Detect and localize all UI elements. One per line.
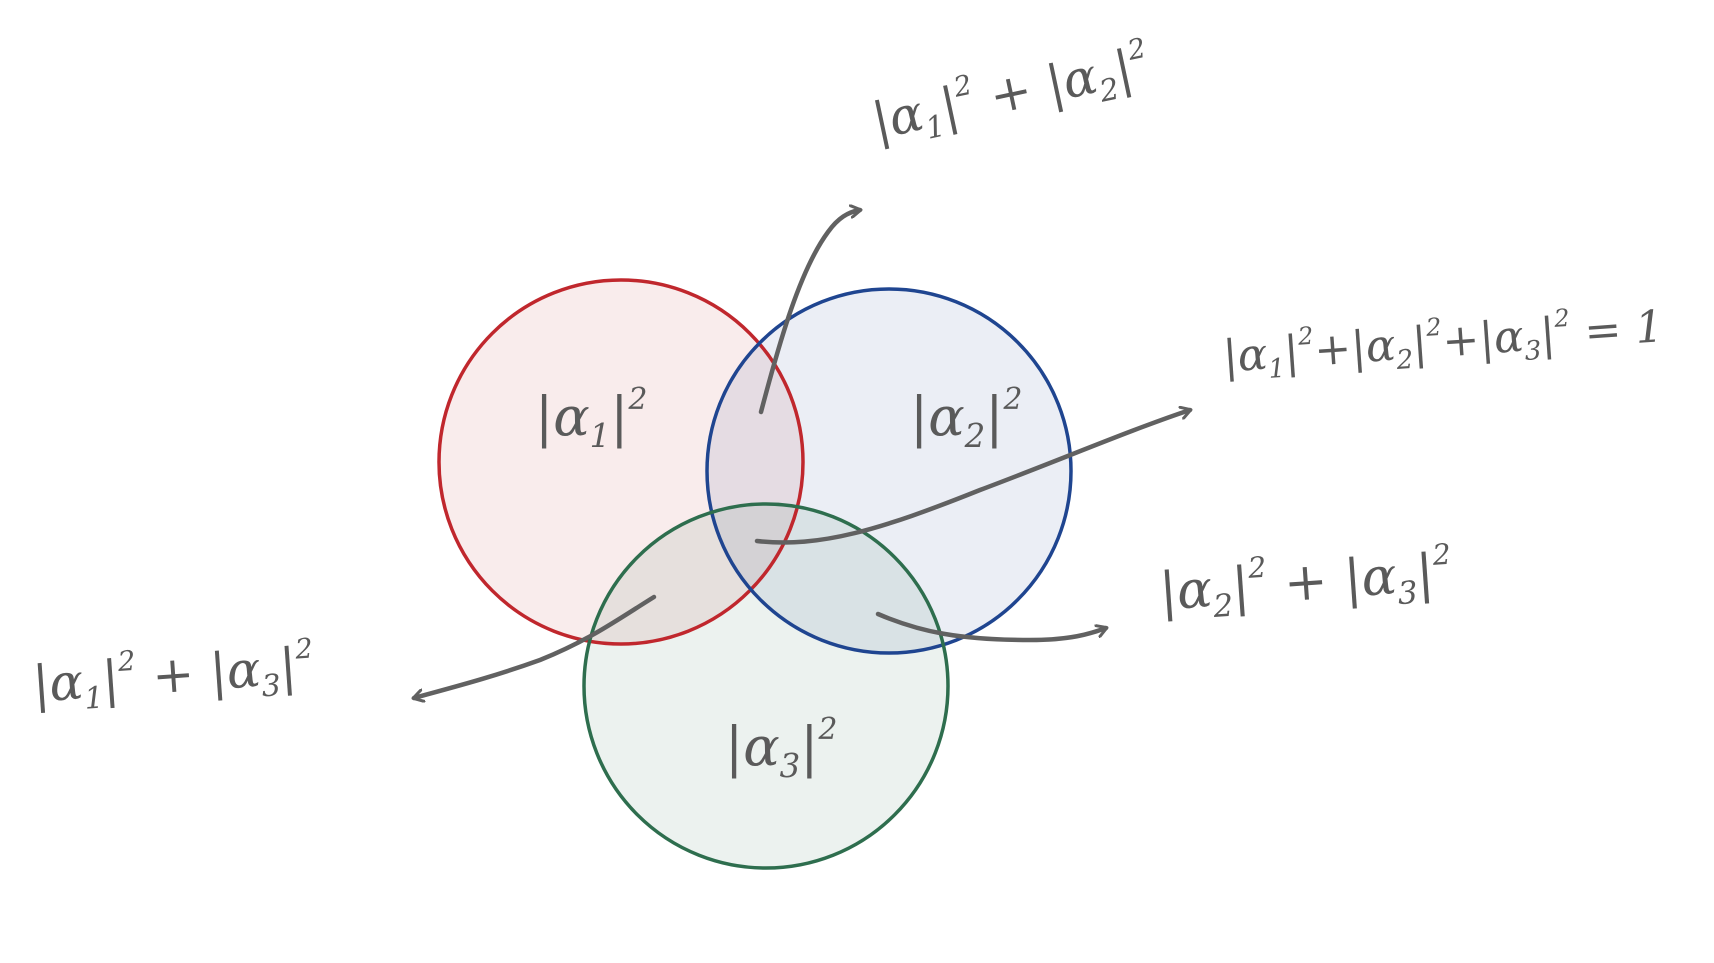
circle-alpha1-fill (439, 280, 803, 644)
arrow-to-a1-a3 (414, 594, 657, 698)
arrow-to-a1-a2 (758, 210, 860, 415)
circle-alpha3-fill (584, 504, 948, 868)
label-alpha1: |α1|2 (535, 382, 648, 456)
label-alpha2: |α2|2 (910, 382, 1023, 456)
arrow-to-a2-a3 (875, 611, 1106, 643)
circle-alpha2 (705, 287, 1073, 655)
circle-alpha1 (437, 278, 805, 646)
circle-alpha2-fill (707, 289, 1071, 653)
label-alpha3: |α3|2 (725, 712, 838, 786)
circle-alpha3 (582, 502, 950, 870)
arrow-to-all (754, 410, 1190, 545)
